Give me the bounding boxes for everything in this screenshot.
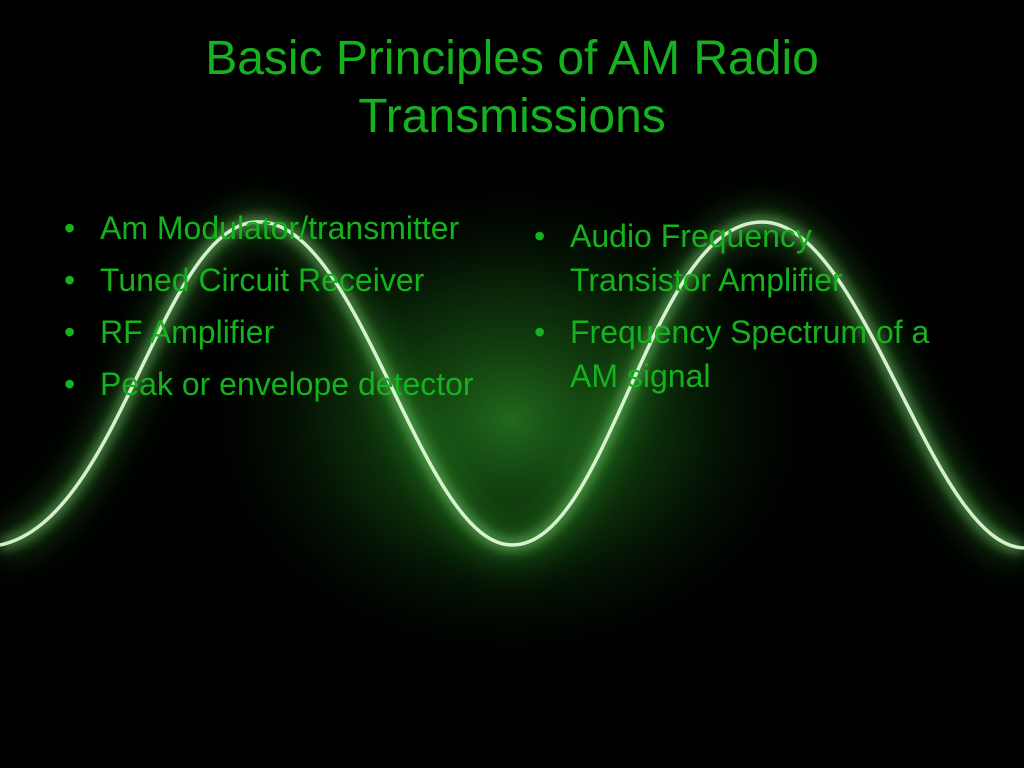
list-item: • RF Amplifier xyxy=(62,310,482,354)
right-bullet-list: • Audio Frequency Transistor Amplifier •… xyxy=(532,214,952,406)
list-item: • Tuned Circuit Receiver xyxy=(62,258,482,302)
list-item-text: Am Modulator/transmitter xyxy=(100,210,460,246)
bullet-icon: • xyxy=(64,314,76,350)
bullet-icon: • xyxy=(534,314,546,350)
bullet-icon: • xyxy=(64,366,76,402)
bullet-icon: • xyxy=(64,262,76,298)
slide-title-line-1: Basic Principles of AM Radio xyxy=(205,32,819,85)
list-item-text: Audio Frequency Transistor Amplifier xyxy=(570,218,843,298)
list-item-text: Tuned Circuit Receiver xyxy=(100,262,425,298)
bullet-icon: • xyxy=(534,218,546,254)
list-item: • Am Modulator/transmitter xyxy=(62,206,482,250)
list-item-text: Frequency Spectrum of a AM signal xyxy=(570,314,930,394)
slide-title: Basic Principles of AM Radio Transmissio… xyxy=(0,30,1024,146)
slide-title-line-2: Transmissions xyxy=(358,90,666,143)
list-item: • Frequency Spectrum of a AM signal xyxy=(532,310,952,398)
list-item-text: Peak or envelope detector xyxy=(100,366,474,402)
list-item-text: RF Amplifier xyxy=(100,314,275,350)
left-bullet-list: • Am Modulator/transmitter • Tuned Circu… xyxy=(62,206,482,414)
list-item: • Audio Frequency Transistor Amplifier xyxy=(532,214,952,302)
bullet-icon: • xyxy=(64,210,76,246)
list-item: • Peak or envelope detector xyxy=(62,362,482,406)
